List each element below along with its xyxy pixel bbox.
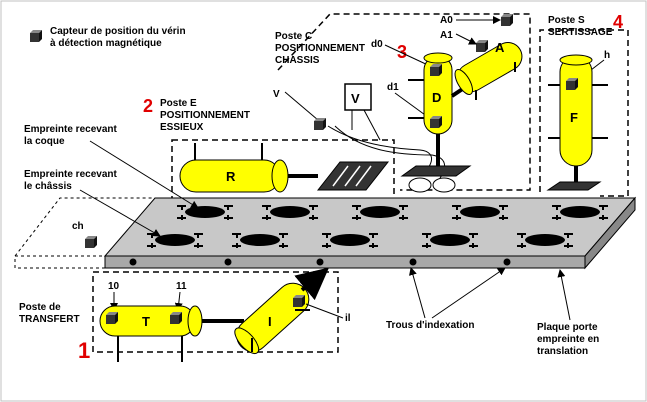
station-c-title-3: CHASSIS xyxy=(275,55,320,66)
cylinder-f-label: F xyxy=(570,110,578,125)
gripper-c xyxy=(400,165,472,177)
station-c-title-2: POSITIONNEMENT xyxy=(275,43,365,54)
station-s-frame xyxy=(539,29,629,197)
sensor-a1-label: A1 xyxy=(440,30,453,41)
sensor-a0-label: A0 xyxy=(440,15,453,26)
cylinder-i-label: I xyxy=(268,314,272,329)
label-plaque-3: translation xyxy=(537,346,588,357)
index-hole xyxy=(316,258,324,266)
index-hole xyxy=(129,258,137,266)
station-c-title-1: Poste C xyxy=(275,31,312,42)
station-e-title-2: POSITIONNEMENT xyxy=(160,110,250,121)
sensor-ch-icon xyxy=(85,236,97,248)
station-s-title-1: Poste S xyxy=(548,15,585,26)
cylinder-r-label: R xyxy=(226,169,236,184)
cylinder-d-label: D xyxy=(432,90,441,105)
sensor-d0-label: d0 xyxy=(371,39,383,50)
cylinder-a-label: A xyxy=(495,40,505,55)
station-e-frame xyxy=(171,139,395,205)
station-transfert-title-2: TRANSFERT xyxy=(19,314,80,325)
sensor-d0-icon xyxy=(430,64,442,76)
station-e-title-1: Poste E xyxy=(160,98,197,109)
plate-side xyxy=(584,196,636,270)
plate-ghost xyxy=(14,255,106,269)
station-c-number: 3 xyxy=(397,42,407,62)
sensor-a1-icon xyxy=(476,40,488,52)
cylinder-t-label: T xyxy=(142,314,150,329)
station-transfert-frame xyxy=(92,271,339,353)
sensor-a0-icon xyxy=(501,14,513,26)
sensor-d1-label: d1 xyxy=(387,82,399,93)
sensor-11-icon xyxy=(170,312,182,324)
station-c-frame xyxy=(277,13,531,191)
index-hole xyxy=(224,258,232,266)
label-chassis-1: Empreinte recevant xyxy=(24,169,117,180)
press-s xyxy=(546,181,602,191)
label-trous: Trous d'indexation xyxy=(386,320,475,331)
sensor-v-icon xyxy=(314,118,326,130)
sensor-v-label: V xyxy=(273,89,280,100)
sensor-11-label: 11 xyxy=(176,281,187,292)
sensor-10-icon xyxy=(106,312,118,324)
label-coque-2: la coque xyxy=(24,136,65,147)
station-e-number: 2 xyxy=(143,96,153,116)
station-s-title-2: SERTISSAGE xyxy=(548,27,613,38)
station-e-title-3: ESSIEUX xyxy=(160,122,204,133)
valve-v-label: V xyxy=(351,91,360,106)
station-s-number: 4 xyxy=(613,12,623,32)
legend-line-1: Capteur de position du vérin xyxy=(50,26,186,37)
sensor-d1-icon xyxy=(430,116,442,128)
valve-v xyxy=(344,83,372,111)
sensor-10-label: 10 xyxy=(108,281,120,292)
label-coque-1: Empreinte recevant xyxy=(24,124,117,135)
label-plaque-2: empreinte en xyxy=(537,334,599,345)
sensor-cube-icon xyxy=(30,30,42,42)
sensor-il-icon xyxy=(293,295,305,307)
station-transfert-title-1: Poste de xyxy=(19,302,61,313)
plate-front xyxy=(104,255,586,269)
index-hole xyxy=(503,258,511,266)
label-chassis-2: le châssis xyxy=(24,181,72,192)
index-hole xyxy=(409,258,417,266)
legend-line-2: à détection magnétique xyxy=(50,38,162,49)
sensor-h-icon xyxy=(566,78,578,90)
label-plaque-1: Plaque porte xyxy=(537,322,598,333)
sensor-h-label: h xyxy=(604,50,610,61)
station-transfert-number: 1 xyxy=(78,338,90,363)
sensor-il-label: il xyxy=(345,313,351,324)
sensor-ch-label: ch xyxy=(72,221,84,232)
